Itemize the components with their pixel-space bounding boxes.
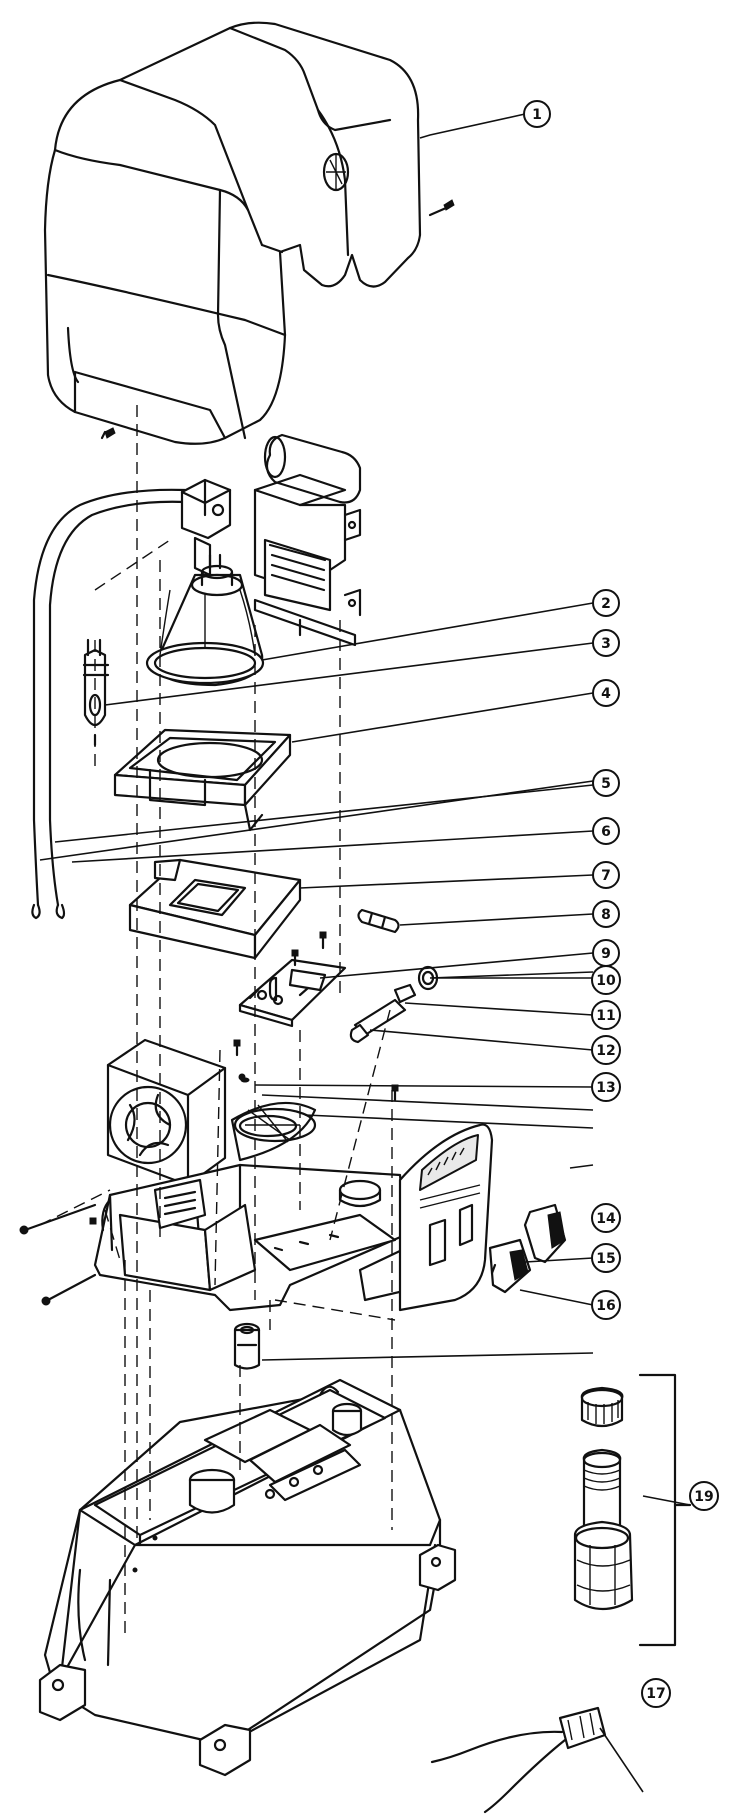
part-top-cover bbox=[43, 21, 455, 445]
part-front-fascia bbox=[398, 1123, 494, 1312]
callout-13: 13 bbox=[591, 1072, 621, 1102]
part-switches bbox=[488, 1203, 567, 1294]
callout-14: 14 bbox=[591, 1203, 621, 1233]
callout-4: 4 bbox=[592, 679, 620, 707]
callout-15: 15 bbox=[591, 1243, 621, 1273]
callout-label: 11 bbox=[596, 1008, 615, 1024]
callout-7: 7 bbox=[592, 861, 620, 889]
part-nut-insulator-fuse bbox=[349, 965, 439, 1044]
callout-19: 19 bbox=[689, 1481, 719, 1511]
callout-label: 13 bbox=[596, 1080, 615, 1096]
part-power-cable bbox=[31, 488, 187, 920]
part-reflector bbox=[145, 553, 265, 687]
callout-17: 17 bbox=[641, 1678, 671, 1708]
callout-label: 9 bbox=[601, 946, 611, 962]
callout-16: 16 bbox=[591, 1290, 621, 1320]
callout-label: 19 bbox=[694, 1489, 713, 1505]
callout-label: 4 bbox=[601, 686, 611, 702]
part-fuse bbox=[357, 908, 400, 934]
callout-label: 14 bbox=[596, 1211, 616, 1227]
callout-label: 16 bbox=[596, 1298, 615, 1314]
callout-2: 2 bbox=[592, 589, 620, 617]
part-cable-gland bbox=[573, 1373, 692, 1647]
callout-label: 2 bbox=[601, 596, 611, 612]
callout-10: 10 bbox=[591, 965, 621, 995]
part-connector-lead bbox=[430, 1706, 607, 1814]
part-lens-frame bbox=[113, 728, 292, 832]
callout-1: 1 bbox=[523, 100, 551, 128]
assembly-guide-lines bbox=[39, 405, 396, 1640]
callout-label: 8 bbox=[601, 907, 611, 923]
callout-label: 3 bbox=[601, 636, 611, 652]
callout-label: 1 bbox=[532, 107, 542, 123]
part-circuit-board bbox=[233, 931, 399, 1102]
callout-11: 11 bbox=[591, 1000, 621, 1030]
part-grommet bbox=[233, 1322, 261, 1370]
part-lamp-socket bbox=[180, 478, 232, 577]
callout-12: 12 bbox=[591, 1035, 621, 1065]
callout-label: 12 bbox=[596, 1043, 615, 1059]
part-chassis bbox=[19, 1163, 410, 1312]
callout-label: 10 bbox=[596, 973, 616, 989]
callout-8: 8 bbox=[592, 900, 620, 928]
callout-label: 17 bbox=[646, 1686, 665, 1702]
part-transformer bbox=[253, 433, 362, 647]
leader-lines bbox=[39, 113, 691, 1793]
part-halogen-lamp bbox=[82, 638, 110, 747]
part-shield-bracket bbox=[128, 858, 302, 960]
callout-3: 3 bbox=[592, 629, 620, 657]
callout-9: 9 bbox=[592, 939, 620, 967]
callout-label: 7 bbox=[601, 868, 611, 884]
callout-6: 6 bbox=[592, 817, 620, 845]
callout-label: 5 bbox=[601, 776, 611, 792]
callout-label: 6 bbox=[601, 824, 611, 840]
part-fan bbox=[106, 1038, 317, 1187]
part-base-housing bbox=[38, 1378, 457, 1777]
callout-5: 5 bbox=[592, 769, 620, 797]
callout-label: 15 bbox=[596, 1251, 615, 1267]
